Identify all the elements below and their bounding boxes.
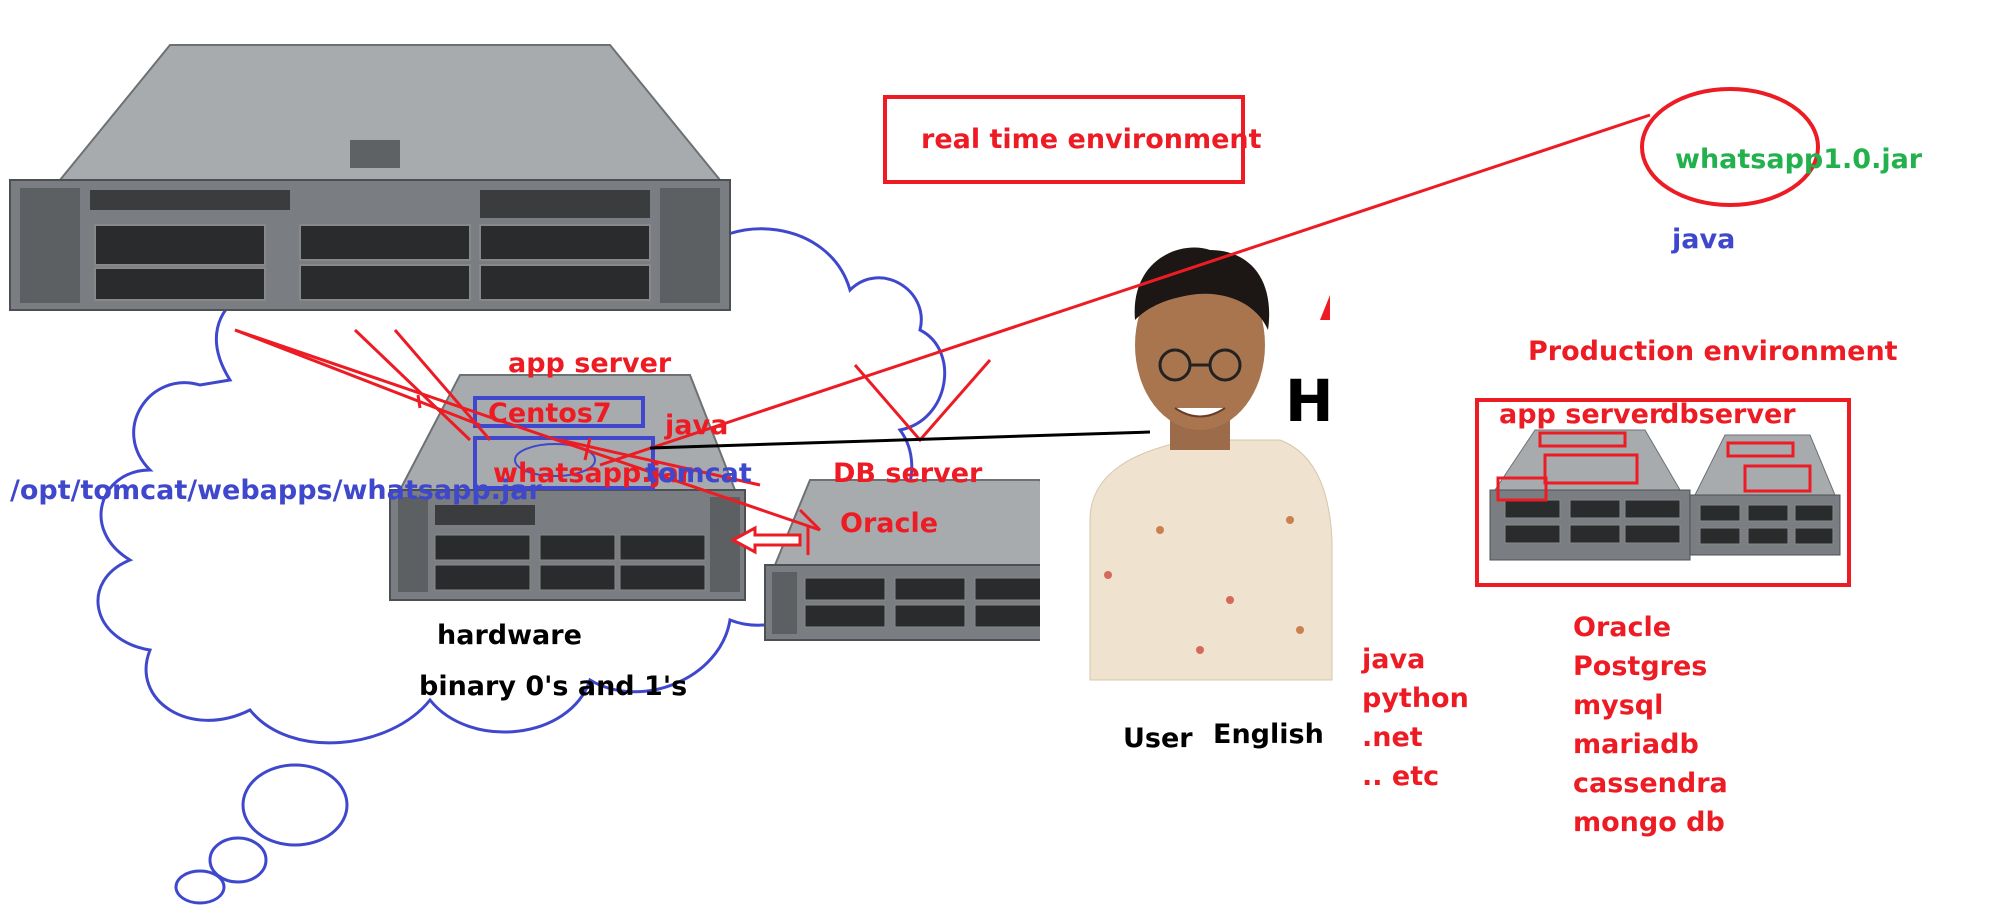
db-rack-server	[764, 479, 1086, 641]
real-time-env-box	[883, 95, 1245, 184]
prod-highlight-3	[1496, 476, 1548, 502]
user-label: User	[1123, 723, 1193, 754]
languages-list: java python .net .. etc	[1362, 640, 1469, 796]
language-item: .net	[1362, 722, 1423, 753]
prod-highlight-5	[1743, 464, 1812, 493]
database-item: cassendra	[1573, 768, 1728, 799]
line-jar-to-tomcat	[599, 113, 1651, 467]
red-triangle-marker	[1320, 295, 1330, 320]
databases-list: Oracle Postgres mysql mariadb cassendra …	[1573, 608, 1728, 842]
whatsapp-jar-label: whatsapp.jar	[493, 458, 693, 489]
language-item: .. etc	[1362, 761, 1440, 792]
database-item: mariadb	[1573, 729, 1699, 760]
database-item: mongo db	[1573, 807, 1725, 838]
binary-label: binary 0's and 1's	[419, 671, 688, 702]
java-label: java	[665, 410, 729, 441]
database-item: Postgres	[1573, 651, 1708, 682]
centos-label: Centos7	[488, 398, 612, 429]
prod-app-server-label: app server	[1499, 399, 1663, 430]
english-label: English	[1213, 719, 1324, 750]
tomcat-label: tomcat	[645, 458, 752, 489]
line-server-to-oracle	[234, 328, 821, 532]
prod-highlight-4	[1726, 441, 1795, 458]
deploy-path-label: /opt/tomcat/webapps/whatsapp.jar	[10, 475, 542, 506]
production-env-label: Production environment	[1528, 336, 1898, 367]
line-app-to-user	[649, 430, 1151, 450]
prod-highlight-2	[1543, 453, 1639, 485]
line-small-red-tick	[416, 394, 422, 409]
user-photo	[1040, 247, 1333, 681]
tomcat-inner-ellipse	[514, 443, 596, 477]
database-item: mysql	[1573, 690, 1664, 721]
line-server-to-centos	[234, 328, 481, 427]
jar-name-label: whatsapp1.0.jar	[1675, 144, 1923, 175]
jar-runtime-label: java	[1672, 224, 1736, 255]
app-server-label: app server	[508, 348, 672, 379]
big-rack-server	[9, 44, 731, 311]
line-java-to-tomcat	[583, 437, 592, 461]
real-time-env-label: real time environment	[921, 124, 1262, 155]
thought-bubble-small	[174, 869, 226, 905]
language-item: java	[1362, 644, 1426, 675]
language-item: python	[1362, 683, 1469, 714]
app-rack-server	[389, 374, 746, 601]
thought-bubble-medium	[208, 836, 268, 884]
partial-letter: H	[1285, 367, 1334, 435]
prod-db-server-label: dbserver	[1660, 399, 1796, 430]
jar-ellipse	[1640, 87, 1820, 207]
prod-highlight-1	[1538, 431, 1627, 448]
oracle-label: Oracle	[840, 508, 939, 539]
line-tomcat-to-dbserver	[559, 438, 761, 487]
line-server-to-app-1	[353, 328, 472, 442]
prod-db-server	[1689, 434, 1841, 556]
prod-app-server	[1489, 429, 1691, 561]
thought-bubble-large	[241, 763, 349, 847]
line-oracle-pointer	[798, 508, 822, 532]
production-env-box	[1475, 398, 1851, 587]
db-server-label: DB server	[833, 458, 983, 489]
line-server-to-app-2	[393, 329, 492, 441]
app-db-double-arrow	[729, 525, 810, 555]
tomcat-box	[473, 436, 655, 490]
hardware-label: hardware	[437, 620, 582, 651]
database-item: Oracle	[1573, 612, 1672, 643]
